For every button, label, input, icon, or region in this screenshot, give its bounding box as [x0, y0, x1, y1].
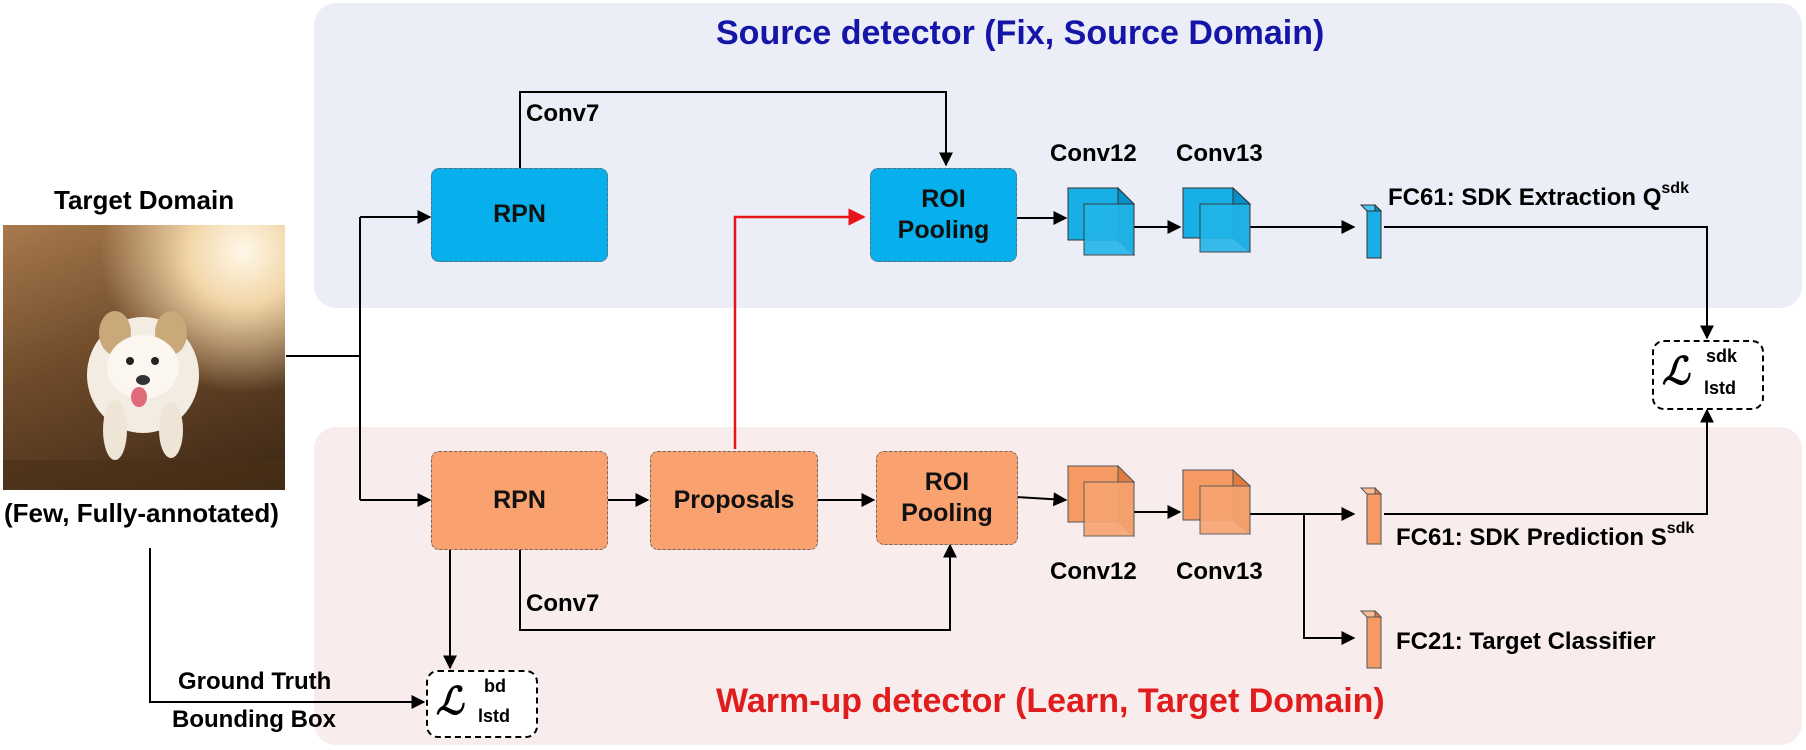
target-conv12-cube	[1066, 464, 1136, 538]
target-rpn-box: RPN	[431, 451, 608, 550]
ground-truth-label: Ground Truth	[178, 668, 332, 695]
source-conv12-cube	[1066, 186, 1136, 257]
source-rpn-box: RPN	[431, 168, 608, 262]
target-fc21-block	[1359, 609, 1383, 670]
source-panel-title: Source detector (Fix, Source Domain)	[716, 14, 1325, 52]
target-conv7-label: Conv7	[526, 590, 600, 617]
source-fc61-block	[1359, 203, 1383, 260]
warmup-panel-title: Warm-up detector (Learn, Target Domain)	[716, 682, 1385, 720]
sdk-loss-symbol: ℒ	[1662, 348, 1690, 393]
source-conv13-cube	[1181, 186, 1252, 254]
sdk-loss-box: ℒ sdk lstd	[1652, 340, 1764, 410]
target-conv13-label: Conv13	[1176, 558, 1263, 585]
source-fc61-label: FC61: SDK Extraction Qsdk	[1388, 180, 1689, 211]
source-conv7-label: Conv7	[526, 100, 600, 127]
proposals-box: Proposals	[650, 451, 818, 550]
bd-loss-sub: lstd	[478, 706, 511, 726]
input-dog-photo	[3, 225, 285, 490]
bounding-box-label: Bounding Box	[172, 706, 336, 733]
bd-loss-box: ℒ bd lstd	[426, 670, 538, 738]
sdk-loss-sub: lstd	[1704, 378, 1737, 398]
source-conv13-label: Conv13	[1176, 140, 1263, 167]
sdk-loss-sup: sdk	[1706, 346, 1738, 366]
source-conv12-label: Conv12	[1050, 140, 1137, 167]
bd-loss-symbol: ℒ	[436, 678, 464, 723]
target-fc61-label: FC61: SDK Prediction Ssdk	[1396, 520, 1695, 551]
target-conv13-cube	[1181, 468, 1252, 536]
input-title: Target Domain	[54, 185, 235, 215]
target-fc61-block	[1359, 486, 1383, 546]
bd-loss-sup: bd	[484, 676, 506, 696]
target-fc21-label: FC21: Target Classifier	[1396, 628, 1656, 655]
input-caption: (Few, Fully-annotated)	[4, 498, 279, 528]
target-conv12-label: Conv12	[1050, 558, 1137, 585]
